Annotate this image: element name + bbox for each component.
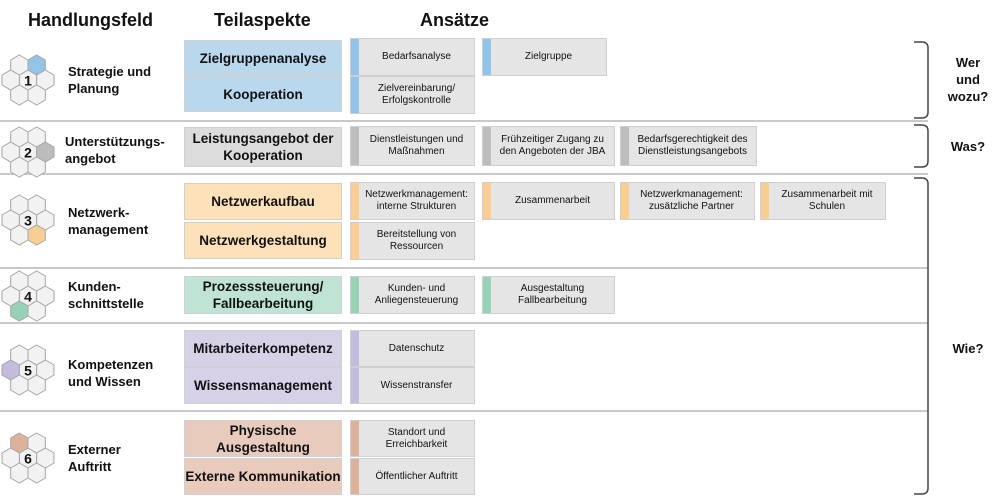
row-separator <box>0 410 928 412</box>
approach-zielgruppe: Zielgruppe <box>482 38 607 76</box>
brace-wer-wozu <box>914 41 929 119</box>
field-number: 2 <box>24 145 32 161</box>
approach-wissenstransfer: Wissenstransfer <box>350 367 475 404</box>
aspect-prozesssteuerung: Prozesssteuerung/ Fallbearbeitung <box>184 276 342 314</box>
row-separator <box>0 120 928 122</box>
header-aspects: Teilaspekte <box>214 10 311 30</box>
field-number: 1 <box>24 73 32 89</box>
aspect-zielgruppenanalyse: Zielgruppenanalyse <box>184 40 342 76</box>
row-separator <box>0 173 928 175</box>
brace-was <box>914 124 929 168</box>
aspect-leistungsangebot: Leistungsangebot der Kooperation <box>184 127 342 167</box>
approach-standort: Standort und Erreichbarkeit <box>350 420 475 457</box>
question-wie: Wie? <box>952 341 984 356</box>
hexagon-cluster-icon: 5 <box>1 344 55 396</box>
hexagon-cluster-icon: 4 <box>1 270 55 322</box>
brace-wie <box>914 177 929 495</box>
hexagon-cell <box>27 84 46 106</box>
approach-oeffentlicher-auftritt: Öffentlicher Auftritt <box>350 458 475 495</box>
approach-kundensteuerung: Kunden- und Anliegensteuerung <box>350 276 475 314</box>
hexagon-cluster-icon: 3 <box>1 194 55 246</box>
hexagon-cell <box>27 462 46 484</box>
approach-bedarfsanalyse: Bedarfsanalyse <box>350 38 475 76</box>
hexagon-cluster-icon: 2 <box>1 126 55 178</box>
field-label-kunden: Kunden-schnittstelle <box>68 279 144 311</box>
field-number: 5 <box>24 363 32 379</box>
aspect-kooperation: Kooperation <box>184 76 342 112</box>
approach-zusammenarbeit: Zusammenarbeit <box>482 182 615 220</box>
aspect-wissensmanagement: Wissensmanagement <box>184 367 342 404</box>
aspect-physische-ausgestaltung: Physische Ausgestaltung <box>184 420 342 457</box>
approach-bedarfsgerechtigkeit: Bedarfsgerechtigkeit des Dienstleistungs… <box>620 126 757 166</box>
approach-fallbearbeitung: Ausgestaltung Fallbearbeitung <box>482 276 615 314</box>
hexagon-cell <box>27 156 46 178</box>
hexagon-cell <box>27 374 46 396</box>
question-was: Was? <box>950 139 986 154</box>
field-label-unterstuetzung: Unterstützungs-angebot <box>65 134 165 166</box>
header-approaches: Ansätze <box>420 10 490 30</box>
aspect-netzwerkaufbau: Netzwerkaufbau <box>184 183 342 220</box>
aspect-externe-kommunikation: Externe Kommunikation <box>184 458 342 495</box>
header-field: Handlungsfeld <box>28 10 153 30</box>
field-number: 4 <box>24 289 32 305</box>
approach-netzwerkmanagement-intern: Netzwerkmanagement: interne Strukturen <box>350 182 475 220</box>
approach-datenschutz: Datenschutz <box>350 330 475 367</box>
hexagon-cell <box>27 224 46 246</box>
approach-ressourcen: Bereitstellung von Ressourcen <box>350 222 475 260</box>
hexagon-cell <box>27 300 46 322</box>
hexagon-cluster-icon: 6 <box>1 432 55 484</box>
aspect-netzwerkgestaltung: Netzwerkgestaltung <box>184 222 342 259</box>
field-number: 6 <box>24 451 32 467</box>
approach-zielvereinbarung: Zielvereinbarung/ Erfolgskontrolle <box>350 76 475 114</box>
field-label-netzwerk: Netzwerk-management <box>68 205 149 237</box>
row-separator <box>0 267 928 269</box>
approach-netzwerkmanagement-partner: Netzwerkmanagement: zusätzliche Partner <box>620 182 755 220</box>
approach-fruehzeitiger-zugang: Frühzeitiger Zugang zu den Angeboten der… <box>482 126 615 166</box>
approach-dienstleistungen: Dienstleistungen und Maßnahmen <box>350 126 475 166</box>
field-number: 3 <box>24 213 32 229</box>
aspect-mitarbeiterkompetenz: Mitarbeiterkompetenz <box>184 330 342 367</box>
row-separator <box>0 322 928 324</box>
approach-zusammenarbeit-schulen: Zusammenarbeit mit Schulen <box>760 182 886 220</box>
hexagon-cluster-icon: 1 <box>1 54 55 106</box>
